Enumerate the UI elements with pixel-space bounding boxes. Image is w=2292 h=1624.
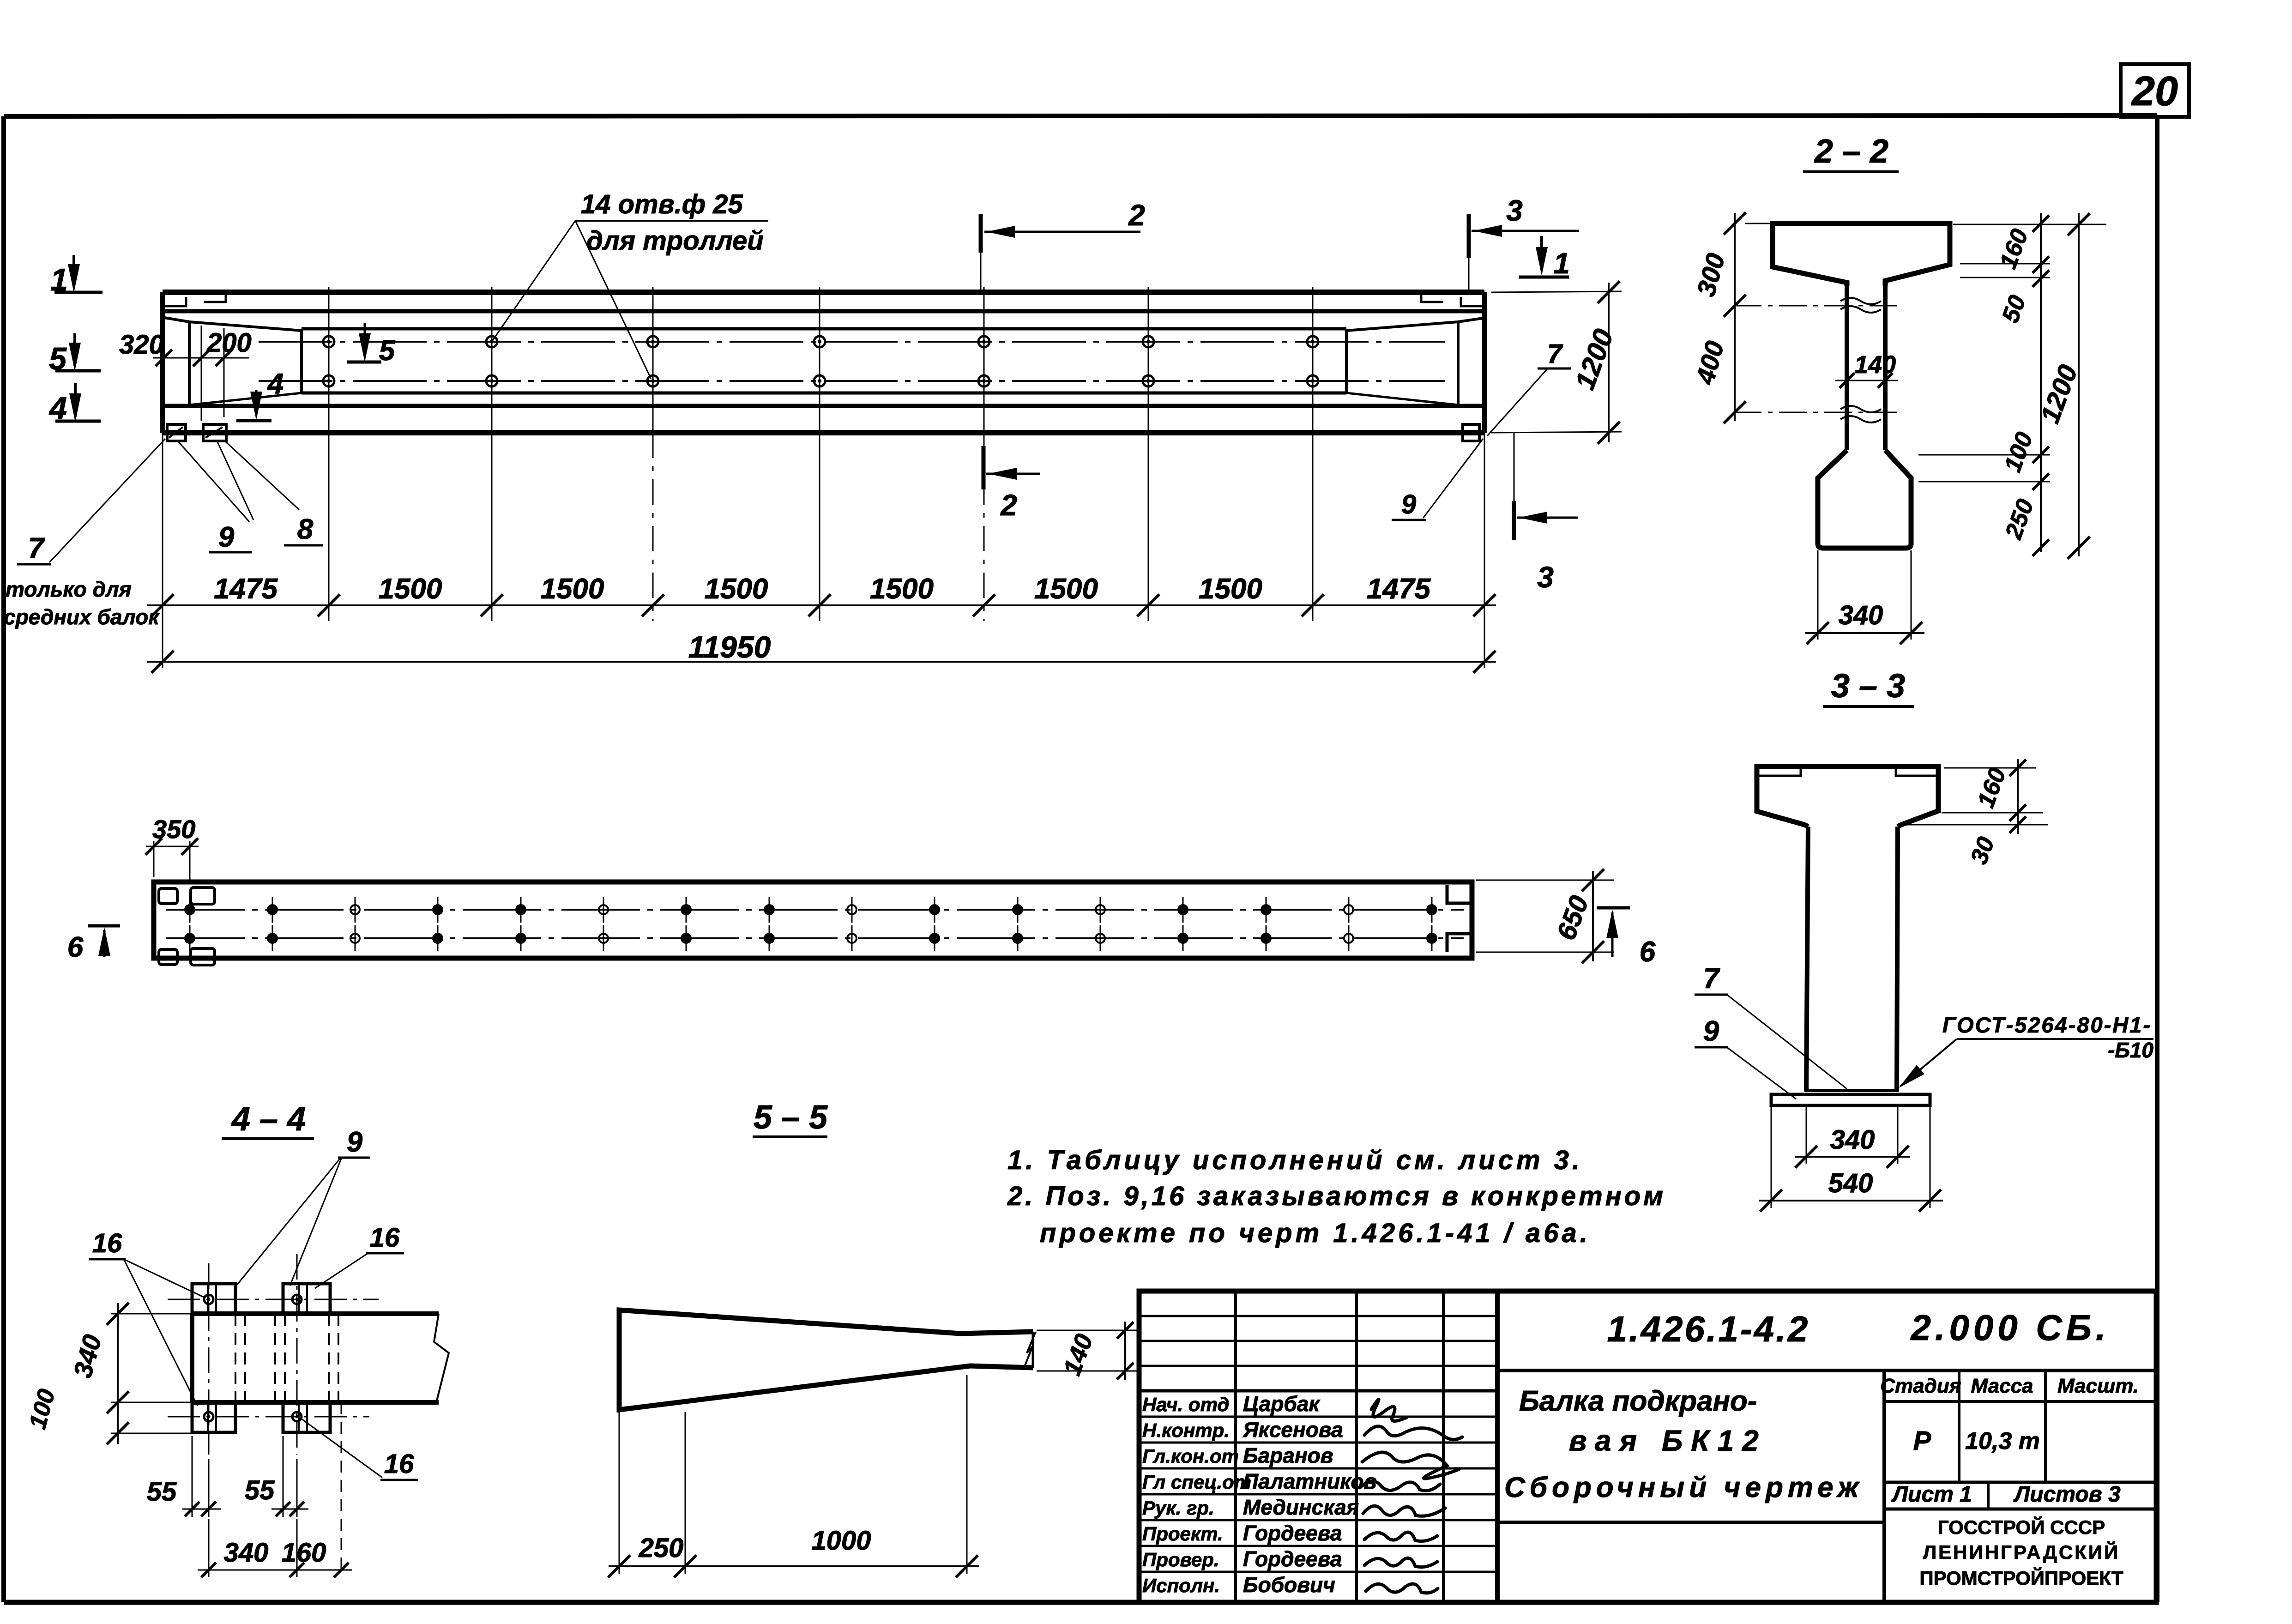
svg-text:Бобович: Бобович	[1243, 1573, 1335, 1597]
svg-text:10,3 т: 10,3 т	[1965, 1428, 2040, 1455]
svg-text:6: 6	[1640, 936, 1656, 968]
svg-text:6: 6	[67, 931, 84, 963]
svg-text:1500: 1500	[1199, 573, 1262, 605]
svg-text:Масшт.: Масшт.	[2057, 1375, 2139, 1397]
svg-text:9: 9	[347, 1126, 363, 1158]
svg-text:340: 340	[1830, 1125, 1875, 1155]
svg-text:Царбак: Царбак	[1243, 1392, 1321, 1416]
svg-text:ГОССТРОЙ СССР: ГОССТРОЙ СССР	[1938, 1516, 2105, 1538]
svg-text:-Б10: -Б10	[2108, 1038, 2153, 1062]
svg-text:ПРОМСТРОЙПРОЕКТ: ПРОМСТРОЙПРОЕКТ	[1919, 1567, 2123, 1589]
svg-text:200: 200	[206, 328, 252, 358]
svg-text:Стадия: Стадия	[1880, 1375, 1961, 1397]
svg-text:Мединская: Мединская	[1243, 1495, 1359, 1519]
svg-text:7: 7	[28, 532, 45, 564]
svg-text:3 – 3: 3 – 3	[1831, 668, 1905, 705]
svg-text:проекте по черт 1.426.1-41 / а: проекте по черт 1.426.1-41 / а6а.	[1040, 1218, 1591, 1248]
svg-text:2 – 2: 2 – 2	[1814, 133, 1888, 170]
svg-text:Проект.: Проект.	[1142, 1523, 1223, 1545]
svg-text:Н.контр.: Н.контр.	[1142, 1419, 1230, 1441]
svg-text:Листов 3: Листов 3	[2013, 1482, 2121, 1507]
svg-text:4: 4	[267, 368, 283, 400]
svg-text:9: 9	[218, 521, 235, 553]
svg-text:Нач. отд: Нач. отд	[1142, 1394, 1229, 1415]
svg-text:1500: 1500	[541, 573, 604, 605]
svg-text:2: 2	[1128, 199, 1145, 232]
svg-text:1500: 1500	[705, 573, 768, 605]
svg-text:ЛЕНИНГРАДСКИЙ: ЛЕНИНГРАДСКИЙ	[1923, 1541, 2120, 1563]
svg-text:Балка подкрано-: Балка подкрано-	[1519, 1385, 1757, 1417]
svg-text:Провер.: Провер.	[1142, 1549, 1219, 1570]
svg-text:55: 55	[147, 1477, 177, 1507]
svg-text:Лист 1: Лист 1	[1891, 1482, 1972, 1507]
svg-text:1000: 1000	[811, 1526, 871, 1556]
svg-text:Сборочный чертеж: Сборочный чертеж	[1504, 1472, 1863, 1503]
svg-text:2: 2	[1000, 489, 1017, 522]
svg-text:1.426.1-4.2: 1.426.1-4.2	[1607, 1309, 1810, 1349]
svg-text:1. Таблицу исполнений см. лис: 1. Таблицу исполнений см. лист 3.	[1007, 1145, 1583, 1175]
svg-text:9: 9	[1703, 1015, 1719, 1047]
svg-text:1500: 1500	[379, 573, 442, 605]
svg-text:3: 3	[1506, 194, 1523, 227]
svg-text:средних балок: средних балок	[4, 605, 160, 629]
svg-text:3: 3	[1537, 561, 1554, 594]
svg-text:16: 16	[92, 1228, 122, 1258]
svg-text:Гл.кон.от: Гл.кон.от	[1142, 1445, 1239, 1467]
svg-text:вая БК12: вая БК12	[1569, 1424, 1767, 1457]
svg-text:Рук. гр.: Рук. гр.	[1142, 1497, 1214, 1519]
svg-text:20: 20	[2131, 68, 2178, 115]
svg-text:Масса: Масса	[1971, 1375, 2033, 1397]
svg-text:5 – 5: 5 – 5	[754, 1099, 828, 1136]
svg-text:2.000 СБ.: 2.000 СБ.	[1910, 1307, 2110, 1348]
svg-text:Гордеева: Гордеева	[1243, 1521, 1342, 1545]
svg-text:16: 16	[370, 1223, 400, 1253]
svg-text:Палатников: Палатников	[1243, 1469, 1376, 1493]
svg-text:160: 160	[282, 1538, 326, 1568]
svg-text:55: 55	[245, 1475, 275, 1505]
svg-text:320: 320	[119, 330, 164, 360]
svg-text:350: 350	[152, 815, 195, 844]
svg-text:1475: 1475	[214, 573, 278, 605]
svg-text:Баранов: Баранов	[1243, 1443, 1333, 1467]
svg-text:Гл спец.от: Гл спец.от	[1142, 1471, 1251, 1493]
svg-text:1500: 1500	[1034, 573, 1098, 605]
svg-text:1500: 1500	[870, 573, 934, 605]
svg-text:Исполн.: Исполн.	[1142, 1575, 1220, 1596]
svg-text:Яксенова: Яксенова	[1243, 1418, 1343, 1442]
svg-text:140: 140	[1854, 351, 1896, 379]
svg-text:7: 7	[1703, 963, 1720, 995]
svg-text:14 отв.ф 25: 14 отв.ф 25	[581, 189, 743, 219]
svg-text:1: 1	[1553, 247, 1570, 280]
svg-text:9: 9	[1401, 489, 1416, 519]
svg-text:340: 340	[224, 1538, 269, 1568]
svg-text:8: 8	[297, 513, 314, 545]
svg-text:4 – 4: 4 – 4	[231, 1101, 306, 1138]
svg-text:2. Поз. 9,16 заказываются в ко: 2. Поз. 9,16 заказываются в конкретном	[1007, 1181, 1666, 1211]
svg-text:для троллей: для троллей	[586, 226, 764, 256]
svg-text:16: 16	[384, 1449, 414, 1479]
svg-text:7: 7	[1547, 339, 1563, 369]
svg-text:340: 340	[1839, 600, 1883, 630]
svg-text:ГОСТ-5264-80-Н1-: ГОСТ-5264-80-Н1-	[1942, 1013, 2152, 1037]
svg-text:540: 540	[1828, 1168, 1873, 1198]
svg-text:Р: Р	[1913, 1426, 1931, 1456]
svg-text:5: 5	[379, 335, 396, 367]
svg-text:250: 250	[639, 1533, 684, 1563]
svg-text:11950: 11950	[688, 630, 771, 664]
svg-text:Гордеева: Гордеева	[1243, 1547, 1342, 1571]
svg-text:только для: только для	[6, 577, 132, 601]
svg-text:1475: 1475	[1367, 573, 1431, 605]
